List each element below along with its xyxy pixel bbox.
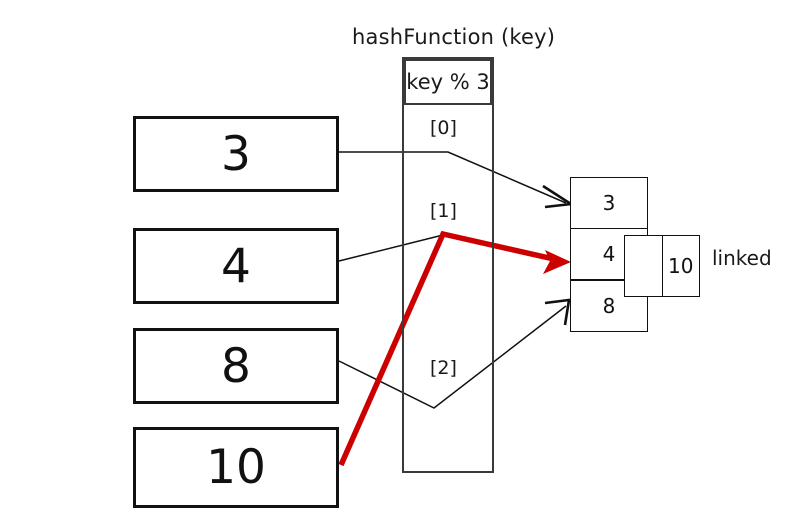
page-title: hashFunction (key) [352, 25, 556, 49]
input-key-value-3: 10 [206, 440, 266, 495]
bucket-value-1: 4 [602, 242, 616, 266]
bucket-value-2: 8 [602, 294, 616, 318]
slot-label-1: [1] [430, 200, 457, 222]
input-key-value-2: 8 [221, 338, 251, 394]
linked-node-value: 10 [668, 254, 694, 278]
input-key-box-2: 8 [133, 328, 339, 404]
input-key-box-3: 10 [133, 427, 339, 508]
hash-function-column [402, 57, 494, 473]
arrowhead-bucket8 [544, 298, 571, 326]
input-key-box-0: 3 [133, 116, 339, 192]
hash-expression-box: key % 3 [404, 59, 492, 105]
linked-node-pointer-cell [625, 236, 663, 296]
arrowhead-bucket4-highlight [543, 250, 571, 274]
bucket-value-0: 3 [602, 191, 616, 215]
input-key-value-1: 4 [221, 238, 251, 294]
slot-label-0: [0] [430, 117, 457, 139]
linked-list-node: 10 [624, 235, 700, 297]
linked-label: linked [712, 246, 772, 270]
input-key-value-0: 3 [221, 126, 251, 182]
arrowhead-bucket3 [542, 184, 575, 209]
hash-expression-text: key % 3 [406, 70, 490, 94]
input-key-box-1: 4 [133, 228, 339, 304]
slot-label-2: [2] [430, 357, 457, 379]
bucket-cell-0: 3 [570, 177, 648, 229]
linked-node-value-cell: 10 [663, 236, 700, 296]
